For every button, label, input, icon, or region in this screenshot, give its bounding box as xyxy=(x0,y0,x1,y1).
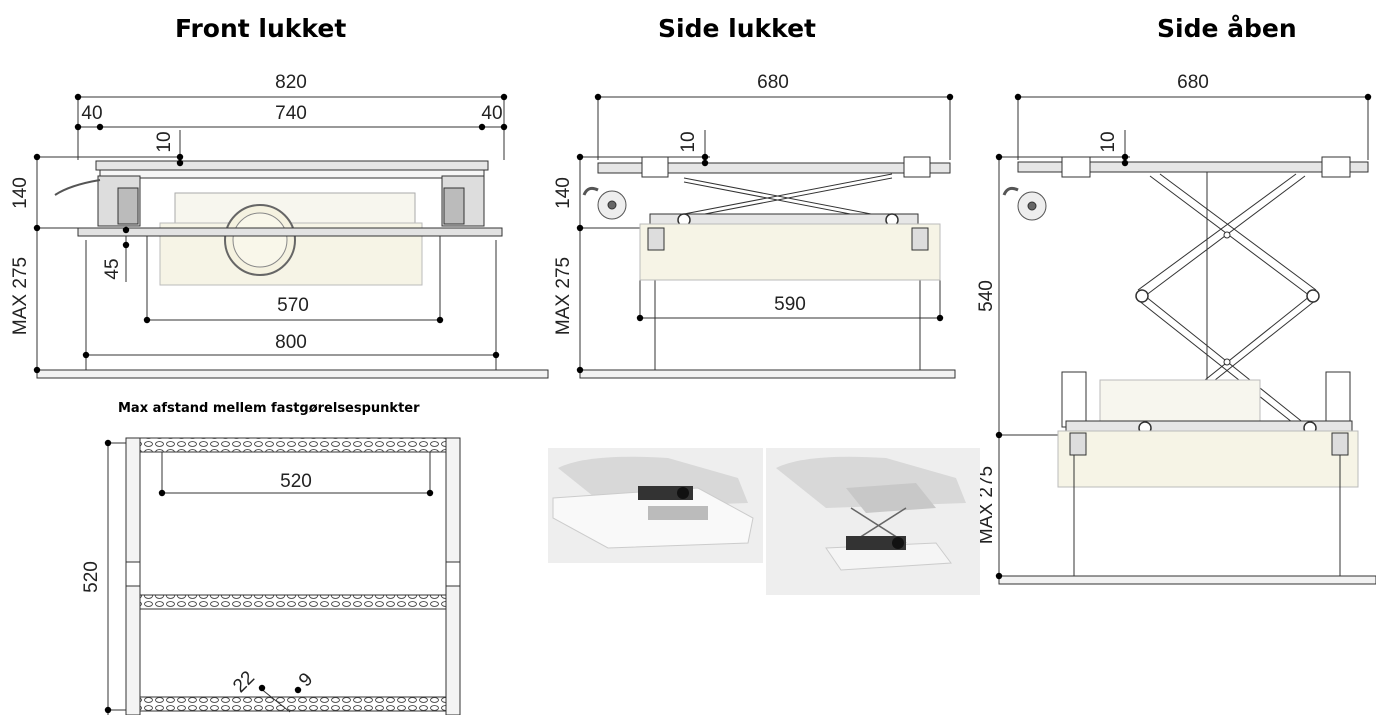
title-front-closed: Front lukket xyxy=(175,14,347,43)
front-closed-drawing xyxy=(36,96,549,379)
side-open-plate-thickness: 10 xyxy=(1098,131,1119,152)
side-open-projector-max: MAX 275 xyxy=(976,466,997,544)
title-side-closed: Side lukket xyxy=(658,14,816,43)
front-bottom-width: 800 xyxy=(275,332,307,353)
photo-lift-closed xyxy=(548,448,763,563)
side-open-drawing xyxy=(998,96,1376,585)
title-side-open: Side åben xyxy=(1157,14,1297,43)
front-height-closed: 140 xyxy=(10,177,31,209)
photo-lift-open xyxy=(766,448,980,595)
side-closed-projector-max: MAX 275 xyxy=(553,257,574,335)
mount-vertical-span: 520 xyxy=(81,561,102,593)
title-mount-distance: Max afstand mellem fastgørelsespunkter xyxy=(118,401,420,416)
side-closed-height: 140 xyxy=(553,177,574,209)
mount-horizontal-span: 520 xyxy=(280,471,312,492)
front-inner-width: 740 xyxy=(275,103,307,124)
side-open-overall-width: 680 xyxy=(1177,72,1209,93)
side-open-extension: 540 xyxy=(976,280,997,312)
front-rod-span: 570 xyxy=(277,295,309,316)
side-closed-rod-span: 590 xyxy=(774,294,806,315)
mount-plate-drawing xyxy=(107,437,461,715)
front-offset: 45 xyxy=(102,258,123,279)
mount-hole-a: 22 xyxy=(229,667,259,697)
side-closed-plate-thickness: 10 xyxy=(678,131,699,152)
front-plate-thickness: 10 xyxy=(154,131,175,152)
front-overall-width: 820 xyxy=(275,72,307,93)
side-closed-drawing xyxy=(579,96,956,379)
front-right-edge: 40 xyxy=(481,103,502,124)
side-closed-overall-width: 680 xyxy=(757,72,789,93)
front-left-edge: 40 xyxy=(81,103,102,124)
front-projector-max: MAX 275 xyxy=(10,257,31,335)
